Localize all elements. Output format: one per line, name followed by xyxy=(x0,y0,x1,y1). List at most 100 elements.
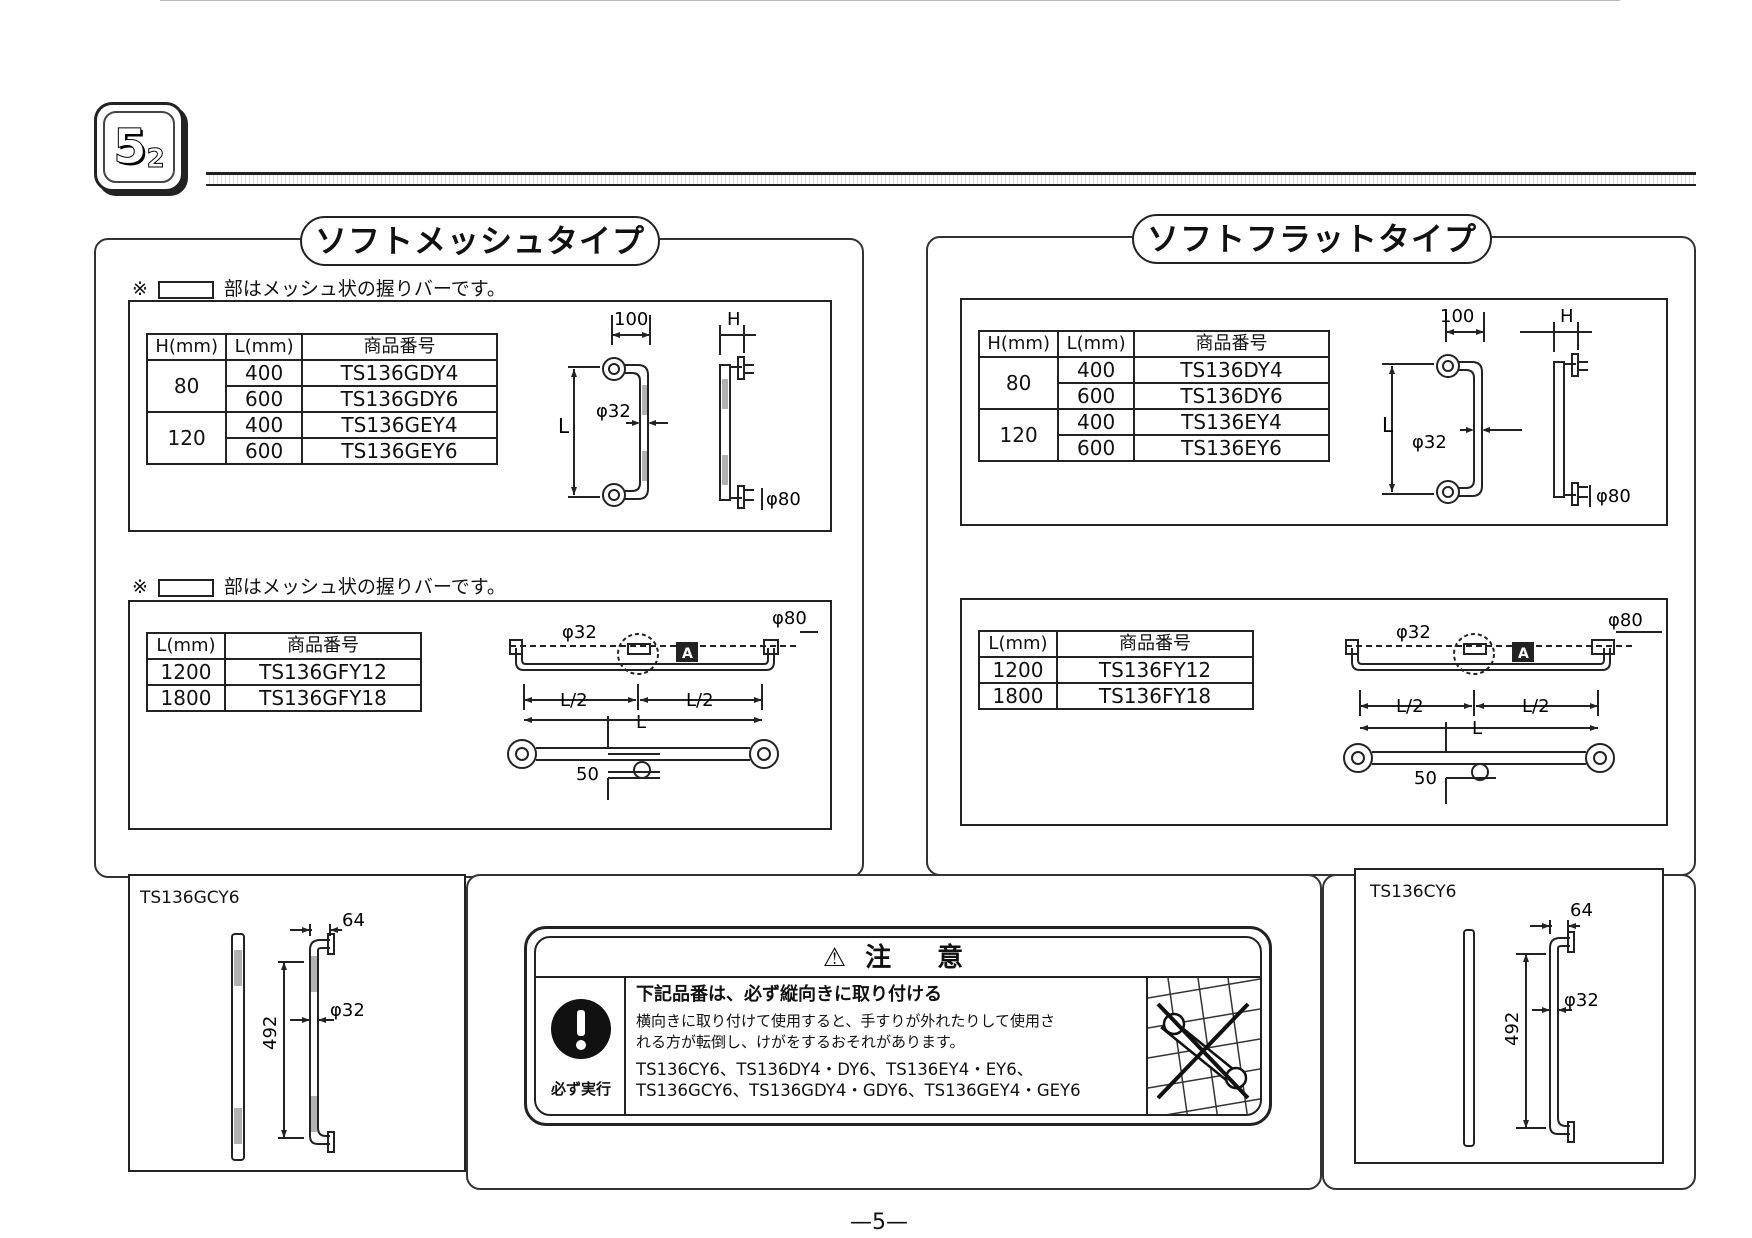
product-code: TS136DY6 xyxy=(1133,382,1330,410)
h-value: 120 xyxy=(977,408,1060,462)
caution-heading: 下記品番は、必ず縦向きに取り付ける xyxy=(636,984,942,1005)
dim-phi80: φ80 xyxy=(772,608,807,629)
detail-a-mark: A xyxy=(1518,646,1529,662)
dim-phi32: φ32 xyxy=(596,401,631,422)
caution-body-2: れる方が転倒し、けがをするおそれがあります。 xyxy=(636,1033,965,1051)
soft-mesh-title: ソフトメッシュタイプ xyxy=(300,216,660,266)
l-value: 1800 xyxy=(146,684,226,712)
dim-492: 492 xyxy=(260,1016,281,1050)
h-value: 80 xyxy=(977,356,1060,410)
caution-body-1: 横向きに取り付けて使用すると、手すりが外れたりして使用さ xyxy=(636,1012,1055,1030)
dim-phi80: φ80 xyxy=(766,489,801,510)
mandatory-action-col: 必ず実行 xyxy=(536,978,626,1114)
dim-100: 100 xyxy=(1440,306,1474,327)
mesh-l-bar-drawing: 100 H L φ32 φ80 xyxy=(558,309,801,510)
flat-l-bar-drawing: 100 H L φ32 φ80 xyxy=(1382,306,1631,507)
detail-a-mark: A xyxy=(682,646,693,662)
dim-l-half: L/2 xyxy=(686,690,714,711)
l-value: 400 xyxy=(225,411,303,439)
col-l: L(mm) xyxy=(1057,330,1135,358)
caution-box: ⚠ 注 意 必ず実行 下記品番は、必ず縦向きに取り付ける 横向きに取り付けて使用… xyxy=(524,926,1272,1126)
dim-100: 100 xyxy=(614,309,648,330)
h-value: 120 xyxy=(145,411,228,465)
col-code: 商品番号 xyxy=(224,632,422,660)
dim-l: L xyxy=(1472,718,1482,739)
l-value: 600 xyxy=(225,437,303,465)
product-code: TS136GDY4 xyxy=(301,359,498,387)
dim-h: H xyxy=(1560,306,1574,327)
dim-492: 492 xyxy=(1502,1012,1523,1046)
col-h: H(mm) xyxy=(145,333,228,361)
col-l: L(mm) xyxy=(225,333,303,361)
l-value: 1200 xyxy=(978,656,1058,684)
mesh-legend-box xyxy=(157,578,214,597)
dim-50: 50 xyxy=(1414,768,1437,789)
dim-l: L xyxy=(1382,413,1394,437)
l-value: 600 xyxy=(225,385,303,413)
dim-phi32: φ32 xyxy=(330,1000,365,1021)
dim-64: 64 xyxy=(1570,900,1593,921)
dim-64: 64 xyxy=(342,910,365,931)
dim-l: L xyxy=(636,712,646,733)
warning-triangle-icon: ⚠ xyxy=(822,943,847,973)
flat-vertical-drawing: 64 φ32 492 xyxy=(1463,900,1599,1147)
dim-phi32: φ32 xyxy=(562,622,597,643)
section-badge: 5 2 xyxy=(94,102,184,192)
dim-l-half: L/2 xyxy=(560,690,588,711)
l-value: 1800 xyxy=(978,682,1058,710)
l-value: 1200 xyxy=(146,658,226,686)
mesh-straight-bar-drawing: A φ32 φ80 L/2 L/2 L 50 xyxy=(507,608,818,800)
caution-models-1: TS136CY6、TS136DY4・DY6、TS136EY4・EY6、 xyxy=(636,1060,1034,1079)
dim-l-half: L/2 xyxy=(1522,696,1550,717)
col-l: L(mm) xyxy=(978,630,1058,658)
h-value: 80 xyxy=(145,359,228,413)
col-l: L(mm) xyxy=(146,632,226,660)
col-code: 商品番号 xyxy=(1133,330,1330,358)
dim-l: L xyxy=(558,414,570,438)
l-value: 600 xyxy=(1057,382,1135,410)
mesh-legend-box xyxy=(157,280,214,299)
section-subnumber: 2 xyxy=(146,144,165,175)
mesh-note-2: ※部はメッシュ状の握りバーです。 xyxy=(132,572,506,599)
header-rule xyxy=(206,172,1696,186)
flat-vertical-frame xyxy=(1354,868,1664,1164)
note-mark: ※ xyxy=(132,278,148,300)
caution-illustration xyxy=(1146,977,1260,1114)
l-value: 400 xyxy=(1057,356,1135,384)
product-code: TS136FY18 xyxy=(1056,682,1254,710)
section-number: 5 xyxy=(113,119,147,176)
product-code: TS136GDY6 xyxy=(301,385,498,413)
mesh-note-1: ※ 部はメッシュ状の握りバーです。 xyxy=(132,274,506,301)
col-code: 商品番号 xyxy=(1056,630,1254,658)
caution-title: 注 意 xyxy=(865,943,974,973)
mesh-note-text: 部はメッシュ状の握りバーです。 xyxy=(223,278,506,300)
product-code: TS136GFY18 xyxy=(224,684,422,712)
product-code: TS136EY4 xyxy=(1133,408,1330,436)
mesh-vertical-model: TS136GCY6 xyxy=(140,888,240,908)
product-code: TS136DY4 xyxy=(1133,356,1330,384)
caution-text: 下記品番は、必ず縦向きに取り付ける 横向きに取り付けて使用すると、手すりが外れた… xyxy=(626,978,1146,1114)
flat-vertical-model: TS136CY6 xyxy=(1370,882,1457,902)
wall-tile-illustration xyxy=(1147,977,1260,1114)
top-rule xyxy=(160,0,1620,3)
l-value: 600 xyxy=(1057,434,1135,462)
product-code: TS136FY12 xyxy=(1056,656,1254,684)
dim-phi80: φ80 xyxy=(1596,486,1631,507)
l-value: 400 xyxy=(1057,408,1135,436)
product-code: TS136EY6 xyxy=(1133,434,1330,462)
dim-phi32: φ32 xyxy=(1412,432,1447,453)
dim-phi80: φ80 xyxy=(1608,610,1643,631)
page-number: —5— xyxy=(850,1210,908,1235)
